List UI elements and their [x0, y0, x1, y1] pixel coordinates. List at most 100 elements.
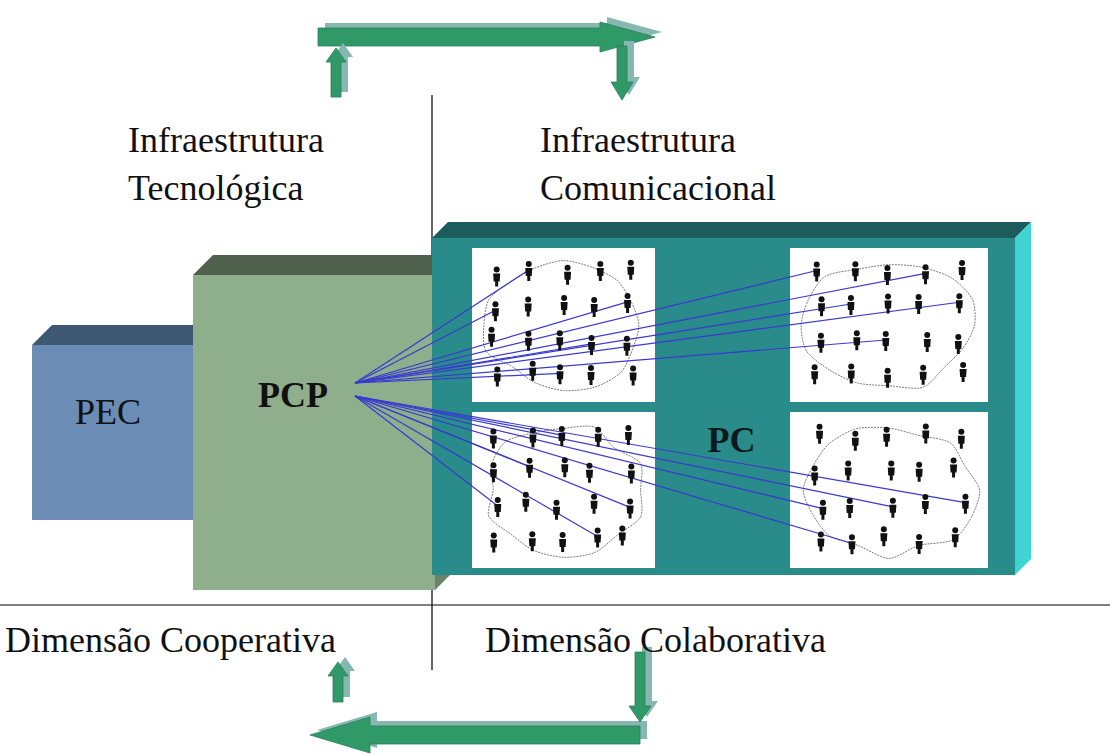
person-icon	[630, 365, 637, 385]
person-icon	[846, 498, 853, 518]
person-icon	[960, 362, 967, 382]
people	[488, 260, 969, 555]
person-icon	[525, 261, 532, 281]
person-icon	[922, 494, 929, 514]
community-outline	[803, 427, 979, 558]
person-icon	[526, 458, 533, 478]
block-box: PEC	[32, 345, 200, 520]
person-icon	[561, 295, 568, 315]
dimension-label: Dimensão Cooperativa	[5, 616, 445, 664]
person-icon	[627, 260, 634, 280]
person-icon	[594, 527, 601, 547]
person-icon	[853, 330, 860, 350]
person-icon	[915, 294, 922, 314]
person-icon	[559, 532, 566, 552]
person-icon	[847, 295, 854, 315]
label-box: Dimensão Cooperativa	[5, 616, 445, 664]
block-title: PC	[708, 420, 756, 461]
flow-arrow	[328, 662, 348, 702]
community-panel	[790, 412, 988, 568]
person-icon	[525, 296, 532, 316]
person-icon	[623, 336, 630, 356]
person-icon	[490, 462, 497, 482]
community-panel	[790, 248, 988, 402]
person-icon	[525, 331, 532, 351]
person-icon	[852, 261, 859, 281]
block-title: PCP	[258, 375, 328, 416]
person-icon	[880, 526, 887, 546]
person-icon	[885, 293, 892, 313]
person-icon	[624, 293, 631, 313]
person-icon	[889, 498, 896, 518]
person-icon	[556, 330, 563, 350]
person-icon	[625, 425, 632, 445]
box-front-face	[193, 275, 435, 590]
link-line	[355, 340, 886, 383]
person-icon	[553, 500, 560, 520]
person-icon	[852, 431, 859, 451]
box-top-face	[432, 222, 1031, 238]
person-icon	[595, 427, 602, 447]
person-icon	[916, 534, 923, 554]
person-icon	[494, 366, 501, 386]
person-icon	[490, 429, 497, 449]
flow-arrow	[611, 46, 633, 100]
person-icon	[922, 264, 929, 284]
person-icon	[845, 460, 852, 480]
person-icon	[627, 498, 634, 518]
block-title: PEC	[75, 392, 141, 433]
label-box: Dimensão Colaborativa	[485, 616, 945, 664]
person-icon	[597, 261, 604, 281]
box-top-face	[32, 325, 220, 345]
person-icon	[529, 361, 536, 381]
person-icon	[962, 494, 969, 514]
person-icon	[492, 301, 499, 321]
person-icon	[490, 532, 497, 552]
link-line	[355, 396, 823, 509]
person-icon	[920, 365, 927, 385]
person-icon	[883, 427, 890, 447]
label-box: Infraestrutura Comunicacional	[540, 116, 840, 212]
person-icon	[950, 458, 957, 478]
box-front-face	[432, 238, 1015, 575]
person-icon	[619, 526, 626, 546]
person-icon	[561, 457, 568, 477]
person-icon	[522, 492, 529, 512]
person-icon	[588, 365, 595, 385]
person-icon	[488, 327, 495, 347]
flow-arrow	[310, 717, 640, 753]
dimension-label: Infraestrutura Comunicacional	[540, 116, 840, 212]
box-front-face	[32, 345, 200, 520]
person-icon	[882, 331, 889, 351]
block-box: PCP	[193, 275, 435, 590]
person-icon	[529, 428, 536, 448]
person-icon	[884, 265, 891, 285]
link-line	[355, 273, 926, 383]
person-icon	[813, 262, 820, 282]
person-icon	[818, 296, 825, 316]
box-top-face	[193, 255, 455, 275]
community-panel	[472, 412, 655, 568]
person-icon	[888, 461, 895, 481]
person-icon	[586, 463, 593, 483]
person-icon	[557, 364, 564, 384]
box-side-face	[1015, 222, 1031, 575]
flow-arrow	[629, 652, 651, 722]
person-icon	[916, 462, 923, 482]
person-icon	[959, 260, 966, 280]
person-icon	[952, 527, 959, 547]
person-icon	[817, 532, 824, 552]
person-icon	[811, 466, 818, 486]
community-outline	[488, 426, 642, 557]
link-lines	[355, 270, 965, 543]
person-icon	[494, 497, 501, 517]
community-panel	[472, 248, 655, 402]
person-icon	[958, 429, 965, 449]
axis-line	[0, 604, 1110, 605]
link-line	[355, 271, 817, 383]
dimension-label: Dimensão Colaborativa	[485, 616, 945, 664]
person-icon	[955, 334, 962, 354]
person-icon	[956, 293, 963, 313]
person-icon	[924, 332, 931, 352]
